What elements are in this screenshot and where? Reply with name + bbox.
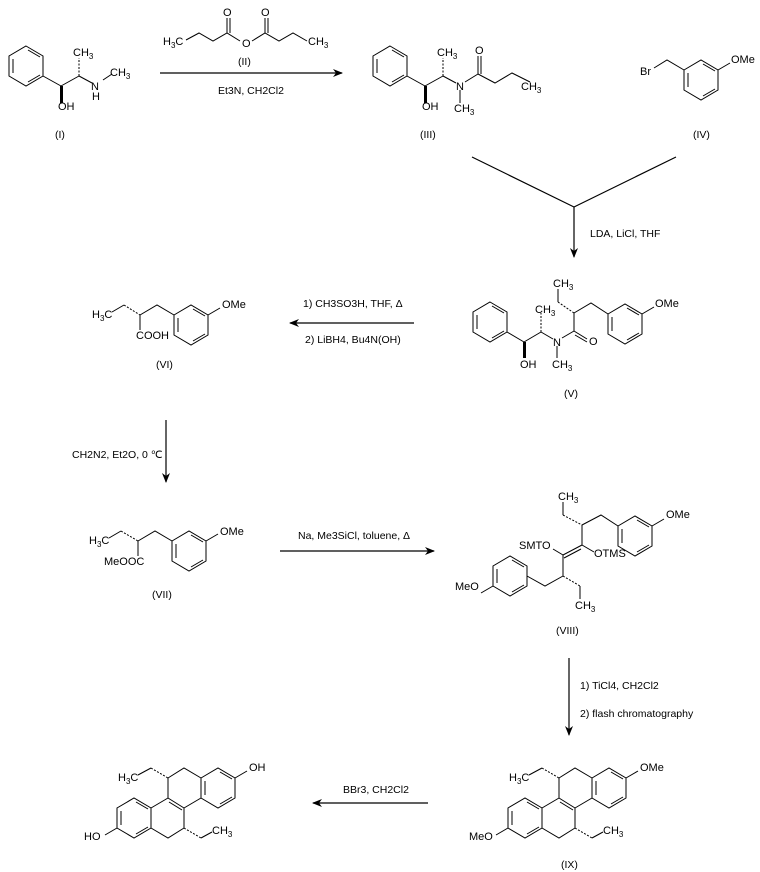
conditions-r6-step2: 2) flash chromatography xyxy=(580,708,694,720)
compound-VIII: CH3 OMe OTMS SMTO CH3 MeO (VIII) xyxy=(455,491,690,637)
amine-H: H xyxy=(92,91,100,103)
conditions-r6-step1: 1) TiCl4, CH2Cl2 xyxy=(580,680,659,692)
svg-text:H3C: H3C xyxy=(509,772,529,786)
conditions-r5: Na, Me3SiCl, toluene, Δ xyxy=(298,530,410,542)
amine-N: N xyxy=(91,81,99,93)
svg-text:N: N xyxy=(456,81,464,93)
svg-text:CH3: CH3 xyxy=(212,825,233,839)
compound-IV: Br OMe (IV) xyxy=(640,54,755,141)
svg-text:COOH: COOH xyxy=(136,330,169,342)
svg-text:CH3: CH3 xyxy=(454,103,475,117)
compound-label-V: (V) xyxy=(564,388,578,400)
svg-text:OMe: OMe xyxy=(222,299,246,311)
svg-text:Br: Br xyxy=(640,66,651,78)
compound-IX: H3C OMe CH3 MeO (IX) xyxy=(469,762,664,871)
compound-label-IV: (IV) xyxy=(693,129,710,141)
compound-II: H3C O O O CH3 (II) xyxy=(163,7,329,68)
svg-text:H3C: H3C xyxy=(163,36,183,50)
svg-text:CH3: CH3 xyxy=(553,278,574,292)
compound-label-III: (III) xyxy=(420,129,436,141)
svg-text:H3C: H3C xyxy=(118,772,138,786)
compound-III: CH3 N O CH3 OH CH3 (III) xyxy=(372,45,542,141)
svg-text:CH3: CH3 xyxy=(552,359,573,373)
svg-text:HO: HO xyxy=(84,831,101,843)
svg-text:OTMS: OTMS xyxy=(594,548,626,560)
svg-text:H3C: H3C xyxy=(89,535,109,549)
benzene-ring xyxy=(8,45,44,87)
svg-text:H3C: H3C xyxy=(92,309,112,323)
converging-lines xyxy=(471,156,677,208)
N-methyl: CH3 xyxy=(110,67,131,81)
conditions-r7: BBr3, CH2Cl2 xyxy=(343,784,409,796)
compound-label-IX: (IX) xyxy=(561,859,578,871)
svg-text:MeOOC: MeOOC xyxy=(104,556,144,568)
compound-VI: H3C OMe COOH (VI) xyxy=(92,299,246,371)
hydroxyl: OH xyxy=(58,101,75,113)
svg-text:OH: OH xyxy=(422,101,439,113)
svg-text:O: O xyxy=(475,45,484,57)
svg-text:CH3: CH3 xyxy=(575,600,596,614)
compound-final: H3C OH CH3 HO xyxy=(84,762,266,843)
compound-V: OMe CH3 CH3 N O OH CH3 (V) xyxy=(472,278,679,400)
conditions-r2: LDA, LiCl, THF xyxy=(590,228,660,240)
svg-text:OMe: OMe xyxy=(655,298,679,310)
compound-label-VIII: (VIII) xyxy=(556,625,579,637)
carbonyl-O: O xyxy=(261,7,270,19)
svg-text:MeO: MeO xyxy=(455,581,479,593)
svg-text:CH3: CH3 xyxy=(603,825,624,839)
anhydride-O: O xyxy=(242,38,251,50)
methyl-group: CH3 xyxy=(73,47,94,61)
svg-text:OMe: OMe xyxy=(666,509,690,521)
conditions-r3-step2: 2) LiBH4, Bu4N(OH) xyxy=(305,334,401,346)
svg-text:OH: OH xyxy=(520,359,537,371)
compound-VII: H3C OMe MeOOC (VII) xyxy=(89,526,244,601)
svg-text:N: N xyxy=(553,337,561,349)
carbonyl-O: O xyxy=(223,7,232,19)
svg-text:SMTO: SMTO xyxy=(519,540,551,552)
svg-text:OH: OH xyxy=(249,762,266,774)
conditions-r1: Et3N, CH2Cl2 xyxy=(218,85,284,97)
compound-label-VII: (VII) xyxy=(152,589,172,601)
compound-label-I: (I) xyxy=(55,129,65,141)
svg-text:OMe: OMe xyxy=(640,762,664,774)
compound-label-VI: (VI) xyxy=(156,359,173,371)
compound-label-II: (II) xyxy=(238,56,251,68)
svg-text:CH3: CH3 xyxy=(558,491,579,505)
svg-text:O: O xyxy=(589,336,598,348)
svg-text:MeO: MeO xyxy=(469,831,493,843)
svg-text:CH3: CH3 xyxy=(437,47,458,61)
svg-text:OMe: OMe xyxy=(731,54,755,66)
svg-text:OMe: OMe xyxy=(220,526,244,538)
compound-I: CH3 N H CH3 OH (I) xyxy=(8,45,131,141)
svg-text:CH3: CH3 xyxy=(535,304,556,318)
svg-text:CH3: CH3 xyxy=(308,36,329,50)
svg-text:CH3: CH3 xyxy=(521,81,542,95)
conditions-r4: CH2N2, Et2O, 0 ℃ xyxy=(72,449,163,461)
conditions-r3-step1: 1) CH3SO3H, THF, Δ xyxy=(303,298,403,310)
